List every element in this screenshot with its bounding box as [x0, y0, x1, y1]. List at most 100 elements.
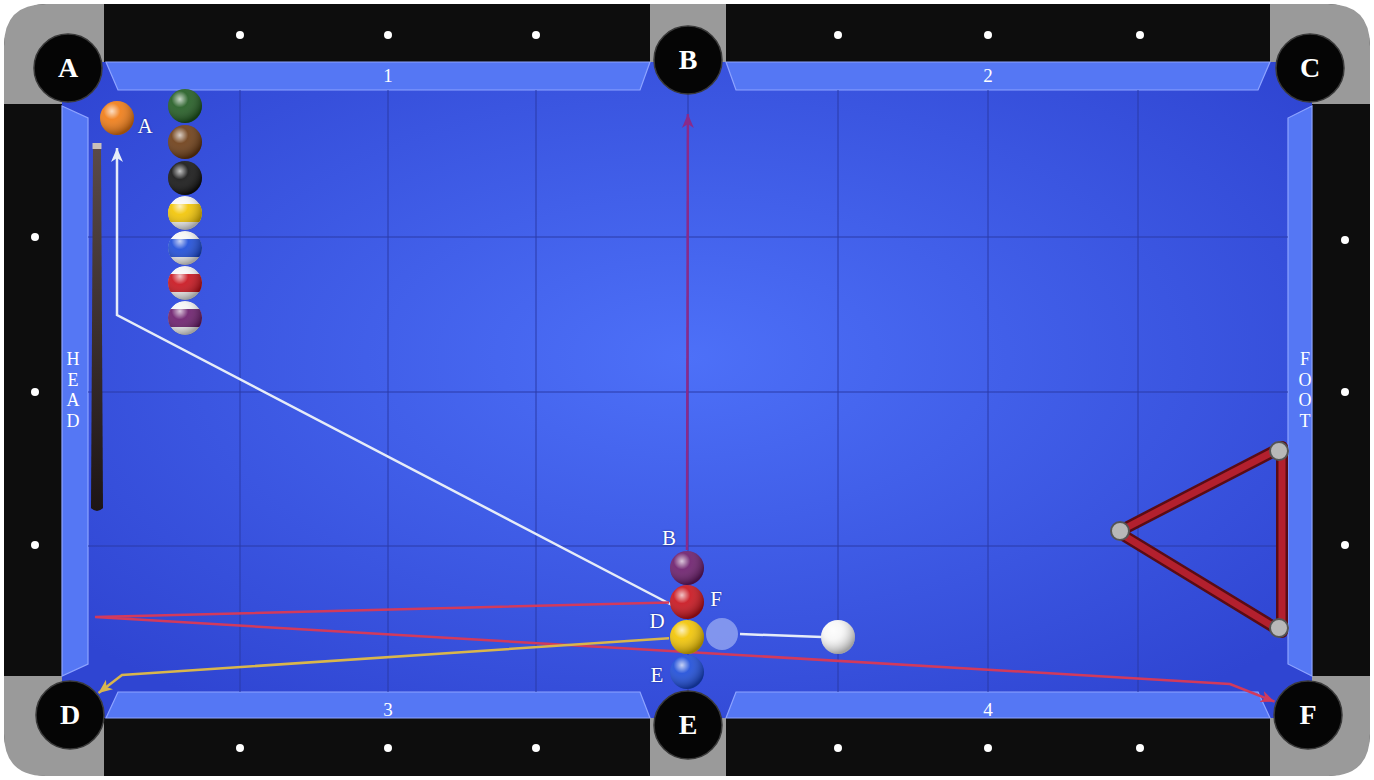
- table-part: [821, 620, 855, 654]
- table-part: [91, 148, 103, 511]
- ball-label: B: [662, 526, 676, 551]
- table-part: [834, 744, 842, 752]
- table-part: [1111, 522, 1129, 540]
- table-part: [988, 90, 989, 692]
- head-label: HEAD: [64, 349, 82, 432]
- ball-shape: [100, 101, 134, 135]
- cue-ball-path: [117, 148, 855, 654]
- pocket-hole: [34, 34, 102, 102]
- ball-shine: [670, 620, 704, 654]
- cushions: [62, 62, 1312, 718]
- table-part: [1270, 676, 1370, 776]
- pocket-letter: B: [654, 26, 722, 94]
- table-part: [1341, 541, 1349, 549]
- object-ball: D: [670, 620, 704, 654]
- pocket-hole: [654, 26, 722, 94]
- ball-shape: [670, 655, 704, 689]
- table-part: [821, 620, 855, 654]
- racked-balls: [168, 89, 202, 335]
- table-part: [236, 744, 244, 752]
- pocket-hole: [1274, 681, 1342, 749]
- pocket-hole: [654, 691, 722, 759]
- table-part: [1341, 388, 1349, 396]
- table-part: [984, 744, 992, 752]
- object-ball: E: [670, 655, 704, 689]
- ball-shine: [100, 101, 134, 135]
- triangle-rack: [1111, 442, 1288, 637]
- table-part: [1270, 442, 1288, 460]
- table-part: [1136, 31, 1144, 39]
- ball-color: [670, 655, 704, 689]
- rail-number: 3: [383, 699, 393, 721]
- shot-line: [686, 114, 689, 550]
- table-part: [834, 31, 842, 39]
- pocket-hole: [1276, 34, 1344, 102]
- table-part: [4, 676, 104, 776]
- pocket-letter: E: [654, 691, 722, 759]
- table-part: [168, 89, 202, 123]
- pocket-letter: C: [1276, 34, 1344, 102]
- table-part: [168, 196, 202, 230]
- table-part: [168, 301, 202, 335]
- grid-lines: [88, 90, 1288, 692]
- table-part: [168, 266, 202, 300]
- pocket-hole: [36, 681, 104, 749]
- table-part: [1138, 90, 1139, 692]
- shot-line: [99, 638, 670, 693]
- table-part: [536, 90, 537, 692]
- object-ball: A: [100, 101, 134, 135]
- pocket-letter: F: [1274, 681, 1342, 749]
- table-part: [384, 744, 392, 752]
- table-part: [388, 90, 389, 692]
- rail-number: 2: [983, 65, 993, 87]
- table-part: [168, 266, 202, 300]
- table-part: [168, 125, 202, 159]
- table-part: [984, 31, 992, 39]
- ball-label: A: [137, 114, 152, 139]
- rail-number: 4: [983, 699, 993, 721]
- ball-color: [670, 551, 704, 585]
- ball-shape: [670, 620, 704, 654]
- table-part: [740, 634, 822, 637]
- table-part: [168, 161, 202, 195]
- ball-label: E: [651, 663, 664, 688]
- table-part: [168, 89, 202, 123]
- diamond-sights: [31, 31, 1349, 752]
- rail-frame: [4, 4, 1370, 776]
- ball-shine: [670, 585, 704, 619]
- table-part: [168, 301, 202, 335]
- object-ball: F: [670, 585, 704, 619]
- table-part: [168, 161, 202, 195]
- table-part: [168, 125, 202, 159]
- cue-stick: [91, 143, 103, 511]
- table-part: [726, 62, 1270, 90]
- table-part: [62, 106, 88, 676]
- table-part: [168, 266, 202, 300]
- table-part: [93, 143, 102, 149]
- ball-color: [100, 101, 134, 135]
- table-part: [168, 125, 202, 159]
- pocket-marker: E: [654, 691, 722, 759]
- table-part: [726, 692, 1270, 718]
- table-part: [1136, 744, 1144, 752]
- ghost-ball: [706, 618, 738, 650]
- table-part: [1118, 447, 1282, 632]
- ball-color: [670, 585, 704, 619]
- pocket-marker: D: [36, 681, 104, 749]
- cloth: [62, 62, 1312, 718]
- table-part: [168, 231, 202, 265]
- ball-shape: [670, 585, 704, 619]
- table-part: [168, 196, 202, 230]
- table-part: [168, 231, 202, 265]
- table-part: [31, 541, 39, 549]
- table-part: [1118, 447, 1282, 632]
- ball-shine: [670, 655, 704, 689]
- pocket-marker: B: [654, 26, 722, 94]
- table-part: [240, 90, 241, 692]
- corner-castings: [4, 4, 1370, 776]
- table-part: [106, 692, 650, 718]
- cue-ball: [821, 620, 855, 654]
- pocket-marker: C: [1276, 34, 1344, 102]
- table-part: [168, 266, 202, 300]
